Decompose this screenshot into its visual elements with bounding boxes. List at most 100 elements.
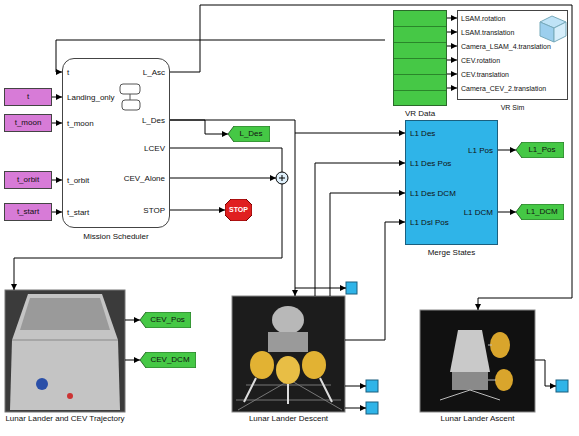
descent-image: [232, 296, 345, 412]
input-port-block: t_moon: [4, 114, 52, 132]
small-blocks: [366, 380, 378, 392]
block-name: Merge States: [366, 248, 537, 258]
stateflow-icon: [120, 84, 140, 110]
signal-line: [498, 212, 516, 213]
goto-tag-block: CEV_DCM: [140, 352, 196, 368]
signal-wire: [295, 288, 346, 289]
trajectory-image: [5, 290, 125, 412]
trajectory-image: [12, 340, 118, 341]
port-label: CEV.translation: [461, 70, 509, 80]
port-label: LCEV: [144, 144, 165, 154]
block-label: STOP: [229, 205, 248, 215]
ascent-image: [420, 310, 535, 412]
block-name: Lunar Lander Descent: [192, 414, 385, 424]
block-name: VR Data: [354, 109, 486, 119]
signal-wire: [447, 88, 457, 89]
trajectory-image: [36, 378, 48, 390]
signal-line: [52, 97, 62, 98]
port-label: LSAM.rotation: [461, 14, 505, 24]
ascent-image: [440, 345, 500, 400]
signal-wire: [56, 18, 556, 408]
trajectory-image: [10, 294, 120, 410]
port-label: t_moon: [67, 119, 94, 129]
signal-wire: [447, 74, 457, 75]
ascent-image: [490, 332, 510, 358]
ascent-image: [495, 369, 513, 391]
block-label: L1_Pos: [524, 145, 555, 155]
block-label: t: [27, 92, 29, 102]
merge-block: Merge StatesL1 DesL1 Des PosL1 Des DCML1…: [405, 120, 498, 245]
trajectory-image: [20, 298, 110, 330]
port-label: t_start: [67, 208, 89, 218]
small-blocks: [346, 282, 357, 294]
signal-line: [52, 123, 62, 124]
block-name: VR Sim: [418, 103, 579, 113]
block-name: Lunar Lander and CEV Trajectory: [0, 414, 165, 424]
signal-wire: [447, 18, 457, 19]
goto-tag-block: L1_DCM: [516, 204, 564, 220]
signal-line: [52, 180, 62, 181]
port-label: CEV_Alone: [124, 174, 165, 184]
subsystem-image-block: Lunar Lander Ascent: [420, 310, 535, 412]
signal-wire: [295, 133, 405, 134]
descent-image: [302, 351, 326, 379]
ascent-image: [450, 330, 490, 372]
sum-symbol: [279, 175, 285, 181]
block-label: CEV_DCM: [146, 355, 189, 365]
block-name: Lunar Lander Ascent: [380, 414, 575, 424]
subsystem-image-block: Lunar Lander Descent: [232, 296, 345, 412]
block-name: Mission Scheduler: [23, 232, 209, 242]
small-blocks: [556, 380, 568, 392]
port-label: L1 Des DCM: [410, 189, 456, 199]
descent-image: [232, 296, 345, 412]
signal-wire: [345, 408, 366, 409]
signal-line: [330, 193, 405, 296]
signal-line: [498, 150, 516, 151]
goto-shape: [140, 352, 196, 368]
signal-wire: [447, 32, 457, 33]
signal-wire: [535, 360, 556, 386]
goto-shape: [140, 312, 191, 328]
descent-image: [272, 306, 304, 334]
vr-sink-block: VR SimLSAM.rotationLSAM.translationCamer…: [457, 10, 568, 100]
signal-line: [125, 320, 140, 321]
stateflow-chart-block: Mission SchedulertLanding_onlyt_moont_or…: [62, 58, 170, 228]
signal-line: [14, 148, 282, 290]
port-label: CEV.rotation: [461, 56, 500, 66]
port-label: L1 Dsl Pos: [410, 218, 449, 228]
port-label: L1 DCM: [464, 208, 493, 218]
block-label: L1_DCM: [522, 207, 558, 217]
goto-tag-block: L1_Pos: [516, 142, 564, 158]
descent-image: [244, 378, 332, 404]
trajectory-image: [67, 393, 73, 399]
block-label: CEV_Pos: [146, 315, 185, 325]
ascent-image: [420, 310, 535, 412]
goto-shape: [516, 142, 564, 158]
signal-wire: [345, 386, 366, 387]
signal-wire: [315, 163, 405, 296]
small-blocks: [366, 402, 378, 414]
signal-line: [170, 120, 228, 134]
port-label: Landing_only: [67, 93, 115, 103]
sum-symbol: [276, 172, 288, 184]
signal-line: [125, 360, 140, 361]
goto-shape: [228, 126, 270, 142]
trajectory-image: [5, 290, 125, 412]
port-label: LSAM.translation: [461, 28, 514, 38]
goto-shape: [516, 204, 564, 220]
port-label: STOP: [143, 206, 165, 216]
port-label: L1 Pos: [468, 146, 493, 156]
input-port-block: t_orbit: [4, 171, 52, 189]
port-label: t: [67, 68, 69, 78]
subsystem-image-block: Lunar Lander and CEV Trajectory: [5, 290, 125, 412]
port-label: L_Asc: [143, 68, 165, 78]
signal-wire: [447, 60, 457, 61]
stateflow-icon: [130, 94, 131, 100]
port-label: Camera_CEV_2.translation: [461, 84, 546, 94]
port-label: L_Des: [142, 116, 165, 126]
goto-tag-block: CEV_Pos: [140, 312, 191, 328]
signal-line: [447, 46, 457, 47]
signal-wire: [345, 222, 405, 340]
stateflow-icon: [122, 100, 140, 110]
